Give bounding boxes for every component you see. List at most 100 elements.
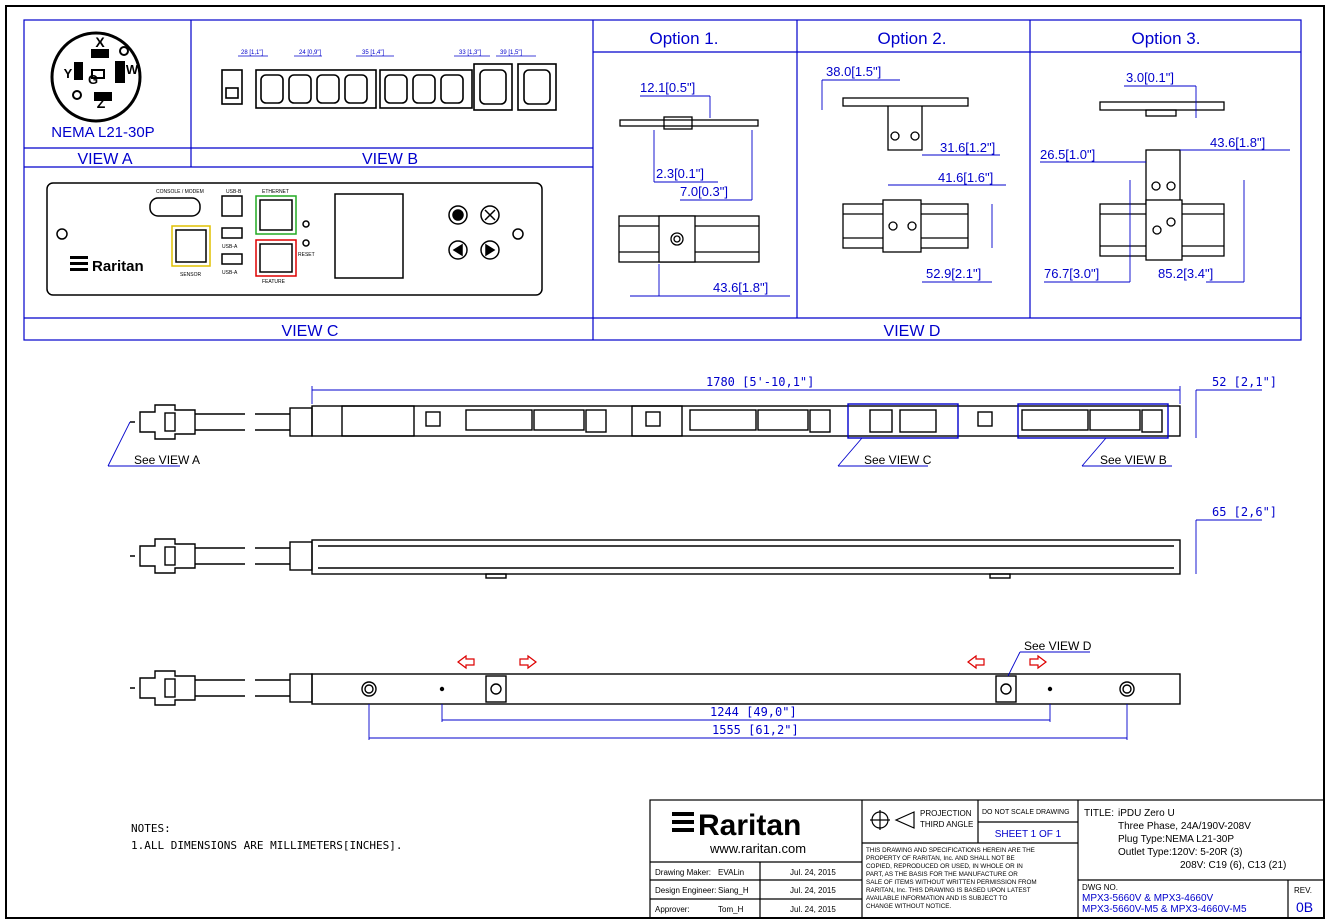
c13-outlet-group-1 — [255, 69, 377, 109]
view-c-labels: CONSOLE / MODEM USB-B ETHERNET USB-A USB… — [156, 189, 315, 285]
svg-text:33 [1,3"]: 33 [1,3"] — [459, 50, 481, 56]
design-engineer-date: Jul. 24, 2015 — [790, 886, 836, 895]
pdu-rear-view — [130, 670, 1181, 706]
drawing-maker-label: Drawing Maker: — [655, 868, 711, 877]
view-d-title: VIEW D — [884, 323, 941, 340]
lcd-display — [334, 193, 404, 279]
approver-label: Approver: — [655, 905, 690, 914]
design-engineer-label: Design Engineer: — [655, 886, 716, 895]
pin-w-label: W — [126, 62, 139, 77]
view-c-panel — [46, 182, 543, 296]
approver: Tom_H — [718, 905, 744, 914]
see-view-d: See VIEW D — [1024, 639, 1092, 653]
pin-y-label: Y — [64, 66, 73, 81]
svg-text:Three Phase, 24A/190V-208V: Three Phase, 24A/190V-208V — [1118, 821, 1251, 832]
opt1-dim-2: 2.3[0.1"] — [656, 166, 704, 181]
svg-text:208V: C19 (6), C13 (21): 208V: C19 (6), C13 (21) — [1180, 860, 1286, 871]
view-c-title: VIEW C — [282, 323, 339, 340]
svg-text:SALE OF ITEMS WITHOUT WRITTEN: SALE OF ITEMS WITHOUT WRITTEN PERMISSION… — [866, 879, 1037, 886]
width-dim: 52 [2,1"] — [1212, 375, 1277, 389]
opt2-dim-3: 41.6[1.6"] — [938, 170, 993, 185]
option-1-dims — [630, 95, 790, 297]
opt1-dim-3: 7.0[0.3"] — [680, 184, 728, 199]
option-2-title: Option 2. — [878, 29, 947, 48]
design-engineer: Siang_H — [718, 886, 749, 895]
drawing-maker-date: Jul. 24, 2015 — [790, 868, 836, 877]
sheet-number: SHEET 1 OF 1 — [995, 829, 1062, 840]
title-text: TITLE: iPDU Zero U Three Phase, 24A/190V… — [1084, 808, 1286, 871]
svg-text:PART, AS THE BASIS FOR THE MAN: PART, AS THE BASIS FOR THE MANUFACTURE O… — [866, 871, 1018, 878]
pdu-side-view — [130, 538, 1181, 579]
dwg-label: DWG NO. — [1082, 883, 1118, 892]
side-dims — [1195, 519, 1262, 574]
feature-port — [255, 239, 297, 277]
view-b-outlets — [221, 63, 557, 111]
views-frame — [23, 19, 1302, 341]
view-a-title: VIEW A — [77, 151, 132, 168]
opt1-dim-4: 43.6[1.8"] — [713, 280, 768, 295]
opt2-dim-4: 52.9[2.1"] — [926, 266, 981, 281]
see-view-b: See VIEW B — [1100, 453, 1167, 467]
svg-text:Raritan: Raritan — [698, 809, 801, 842]
approver-date: Jul. 24, 2015 — [790, 905, 836, 914]
nema-plug-face: X Y G W Z — [50, 31, 142, 123]
depth-dim: 65 [2,6"] — [1212, 505, 1277, 519]
option-3-bracket — [1099, 101, 1225, 261]
sensor-port — [171, 225, 211, 267]
raritan-logo-title: Raritan www.raritan.com — [672, 809, 806, 856]
option-2-bracket — [842, 97, 969, 253]
svg-text:USB-B: USB-B — [226, 189, 242, 195]
svg-text:RARITAN, Inc. THIS DRAWING IS: RARITAN, Inc. THIS DRAWING IS BASED UPON… — [866, 887, 1031, 894]
usb-a-port-2 — [221, 253, 243, 265]
plug-type-label: NEMA L21-30P — [51, 124, 154, 141]
opt3-dim-2: 43.6[1.8"] — [1210, 135, 1265, 150]
view-b-title: VIEW B — [362, 151, 418, 168]
svg-text:Outlet Type:120V: 5-20R (3): Outlet Type:120V: 5-20R (3) — [1118, 847, 1243, 858]
ethernet-port — [255, 195, 297, 235]
pin-g-label: G — [88, 72, 98, 87]
projection-line-2: THIRD ANGLE — [920, 820, 973, 829]
notes-line-1: 1.ALL DIMENSIONS ARE MILLIMETERS[INCHES]… — [131, 839, 403, 852]
option-2-dims — [821, 79, 1006, 283]
c19-outlets — [473, 63, 557, 111]
rear-dims — [368, 651, 1128, 740]
raritan-logo-panel: Raritan — [70, 256, 144, 275]
pdu-front-view — [130, 403, 1181, 440]
opt2-dim-2: 31.6[1.2"] — [940, 140, 995, 155]
option-1-title: Option 1. — [650, 29, 719, 48]
svg-text:CONSOLE / MODEM: CONSOLE / MODEM — [156, 189, 204, 195]
mount-dim-2: 1555 [61,2"] — [712, 723, 799, 737]
rear-arrows — [457, 654, 1047, 670]
svg-text:FEATURE: FEATURE — [262, 279, 286, 285]
opt3-dim-4: 76.7[3.0"] — [1044, 266, 1099, 281]
mount-dim-1: 1244 [49,0"] — [710, 705, 797, 719]
pdu-front-dims — [107, 386, 1262, 467]
rev-label: REV. — [1294, 886, 1312, 895]
projection-line-1: PROJECTION — [920, 809, 972, 818]
dwg-number-2: MPX3-5660V-M5 & MPX3-4660V-M5 — [1082, 904, 1247, 915]
opt3-dim-5: 85.2[3.4"] — [1158, 266, 1213, 281]
svg-text:THIS DRAWING AND SPECIFICATION: THIS DRAWING AND SPECIFICATIONS HEREIN A… — [866, 847, 1035, 854]
opt2-dim-1: 38.0[1.5"] — [826, 64, 881, 79]
svg-text:www.raritan.com: www.raritan.com — [709, 841, 806, 856]
usb-b-port — [221, 195, 243, 217]
pin-z-label: Z — [97, 95, 106, 111]
see-view-c: See VIEW C — [864, 453, 932, 467]
pin-x-label: X — [95, 34, 105, 50]
opt3-dim-3: 26.5[1.0"] — [1040, 147, 1095, 162]
svg-text:COPIED, REPRODUCED OR USED, IN: COPIED, REPRODUCED OR USED, IN WHOLE OR … — [866, 863, 1023, 870]
title-block — [649, 799, 1325, 919]
svg-text:PROPERTY OF RARITAN, Inc. AND: PROPERTY OF RARITAN, Inc. AND SHALL NOT … — [866, 855, 1015, 862]
svg-text:RESET: RESET — [298, 252, 315, 258]
option-3-dims — [1040, 85, 1290, 283]
svg-text:Plug Type:NEMA L21-30P: Plug Type:NEMA L21-30P — [1118, 834, 1234, 845]
svg-text:SENSOR: SENSOR — [180, 272, 202, 278]
svg-text:Raritan: Raritan — [92, 258, 144, 275]
console-port — [149, 197, 201, 217]
rev-value: 0B — [1296, 899, 1313, 915]
svg-text:24 [0,9"]: 24 [0,9"] — [299, 50, 321, 56]
notes-heading: NOTES: — [131, 822, 171, 835]
option-3-title: Option 3. — [1132, 29, 1201, 48]
opt1-dim-1: 12.1[0.5"] — [640, 80, 695, 95]
